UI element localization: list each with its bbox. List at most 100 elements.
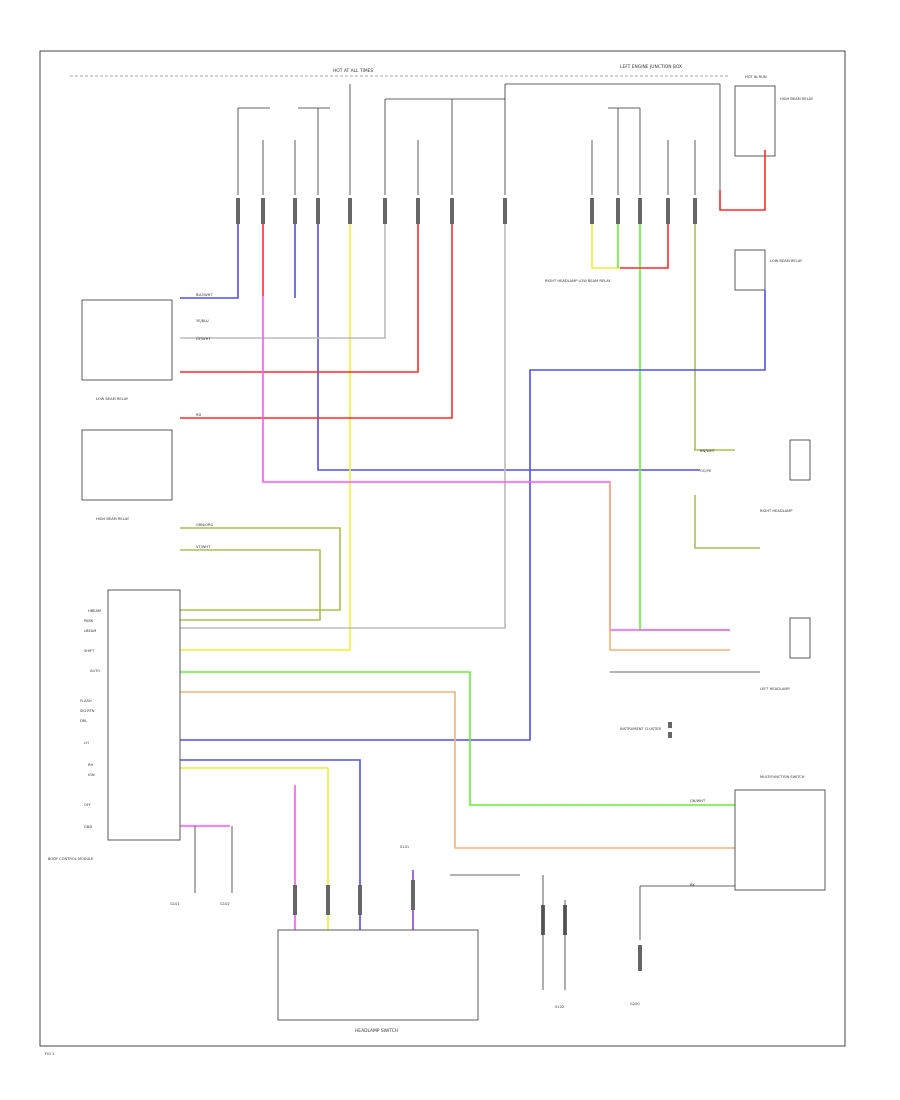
wire-olive-4 xyxy=(694,495,760,549)
connector-c13 xyxy=(666,198,670,224)
wire-blue-1 xyxy=(180,224,239,299)
wire-red-4 xyxy=(620,224,669,269)
connector-c4 xyxy=(316,198,320,224)
bcm-pin-3: LBEAM xyxy=(84,629,96,633)
headlamp-switch-block xyxy=(277,929,479,1021)
wire-pink-1 xyxy=(262,296,730,631)
connector-c5 xyxy=(348,198,352,224)
connector-c12 xyxy=(638,198,642,224)
wire-olive-3 xyxy=(180,549,321,621)
wire-label-og-ye: OG/YE xyxy=(700,469,712,473)
wire-label-gy-wht: GY/WHT xyxy=(196,337,211,341)
bcm-pin-11: IGN xyxy=(88,773,95,777)
connector-c10 xyxy=(590,198,594,224)
wire-label-rd: RD xyxy=(196,413,201,417)
connector-c11 xyxy=(616,198,620,224)
wire-label-bk: BK xyxy=(690,883,695,887)
label-ground-bottom-right: G200 xyxy=(630,1002,640,1006)
wire-red-3 xyxy=(180,224,453,419)
multifunction-switch-block xyxy=(734,789,826,891)
top-connectors xyxy=(236,198,697,224)
relay-box-right-top xyxy=(734,85,776,157)
connector-b2 xyxy=(326,885,330,915)
wire-orange-1 xyxy=(609,482,730,651)
label-ground-left: G101 xyxy=(170,902,180,906)
connector-b3 xyxy=(358,885,362,915)
label-multifunction-switch: MULTIFUNCTION SWITCH xyxy=(760,775,805,779)
left-headlamp-block xyxy=(789,617,811,659)
bcm-block xyxy=(107,589,181,841)
wire-orange-2 xyxy=(180,691,735,849)
wire-green-2 xyxy=(639,224,730,631)
label-left-engine-junction: LEFT ENGINE JUNCTION BOX xyxy=(620,64,682,70)
label-hot-in-run: HOT IN RUN xyxy=(745,75,767,79)
connector-c7 xyxy=(416,198,420,224)
connector-ground-right xyxy=(638,945,642,971)
connector-c6 xyxy=(383,198,387,224)
bcm-pin-2: PARK xyxy=(84,619,94,623)
switch-block-lower-left xyxy=(81,429,173,501)
bcm-pin-12: OFF xyxy=(84,803,91,807)
wire-label-blu-wht: BLU/WHT xyxy=(196,293,213,297)
label-ground-right: G102 xyxy=(220,902,230,906)
wire-label-ye-blu: YE/BLU xyxy=(196,319,209,323)
bcm-pin-10: RH xyxy=(88,763,93,767)
wire-yellow-1 xyxy=(180,224,351,651)
connector-c14 xyxy=(693,198,697,224)
connector-c1 xyxy=(236,198,240,224)
bcm-pin-6: FLASH xyxy=(80,699,92,703)
wire-gray-1 xyxy=(180,224,386,339)
relay-box-right-mid xyxy=(734,249,766,291)
cluster-pin-1 xyxy=(668,722,672,728)
wire-blue-5 xyxy=(180,759,361,930)
label-splice-s1: S101 xyxy=(400,845,409,849)
right-headlamp-block xyxy=(789,439,811,481)
bcm-pin-9: LH xyxy=(84,741,89,745)
wire-blue-3 xyxy=(317,224,700,471)
wire-label-bn-wht: BN/WHT xyxy=(700,449,716,453)
bcm-pin-4: SHIFT xyxy=(84,649,95,653)
wire-label-grn-org: GRN/ORG xyxy=(196,523,214,527)
connector-c2 xyxy=(261,198,265,224)
label-left-headlamp: LEFT HEADLAMP xyxy=(760,687,790,691)
wire-olive-2 xyxy=(180,527,341,611)
bcm-pin-13: GND xyxy=(84,825,92,829)
label-instrument-cluster: INSTRUMENT CLUSTER xyxy=(620,727,661,731)
wire-red-5 xyxy=(719,150,766,211)
connector-c8 xyxy=(450,198,454,224)
wire-green-3 xyxy=(180,671,735,806)
connector-b4 xyxy=(411,880,415,910)
connector-b1 xyxy=(293,885,297,915)
connector-c3 xyxy=(293,198,297,224)
label-left-relay-upper: LOW BEAM RELAY xyxy=(96,397,129,401)
label-hot-at-all-times: HOT AT ALL TIMES xyxy=(333,68,373,74)
label-left-relay-lower: HIGH BEAM RELAY xyxy=(96,517,130,521)
wire-red-2 xyxy=(180,224,419,373)
connector-c9 xyxy=(503,198,507,224)
label-splice-s2: S102 xyxy=(555,1005,564,1009)
wire-blue-4 xyxy=(180,290,766,741)
footer-code: FIG 1 xyxy=(45,1052,54,1056)
fuse-column-group xyxy=(237,84,721,195)
wire-olive-1 xyxy=(694,224,735,451)
wire-yellow-2 xyxy=(591,224,620,269)
label-high-beam-relay: HIGH BEAM RELAY xyxy=(780,97,814,101)
bottom-connectors xyxy=(293,880,567,935)
diagram-border xyxy=(39,50,846,1047)
switch-block-upper-left xyxy=(81,299,173,381)
bcm-pin-7: SIG RTN xyxy=(80,709,95,713)
bcm-pin-5: AUTO xyxy=(90,669,100,673)
bcm-pin-1: HBEAM xyxy=(88,609,101,613)
wire-label-vt-wht: VT/WHT xyxy=(196,545,211,549)
label-right-headlamp: RIGHT HEADLAMP xyxy=(760,509,793,513)
bcm-pin-8: DRL xyxy=(80,719,87,723)
wire-label-gn-wht: GN/WHT xyxy=(690,799,706,803)
wire-gray-2 xyxy=(180,224,506,629)
wire-yellow-3 xyxy=(180,767,329,930)
label-low-beam-relay: LOW BEAM RELAY xyxy=(770,259,803,263)
cluster-pin-2 xyxy=(668,732,672,738)
label-sjb: RIGHT HEADLAMP LOW BEAM RELAY xyxy=(545,279,611,283)
bcm-pins: HBEAM PARK LBEAM SHIFT AUTO FLASH SIG RT… xyxy=(80,609,101,829)
label-headlamp-switch: HEADLAMP SWITCH xyxy=(355,1028,398,1034)
